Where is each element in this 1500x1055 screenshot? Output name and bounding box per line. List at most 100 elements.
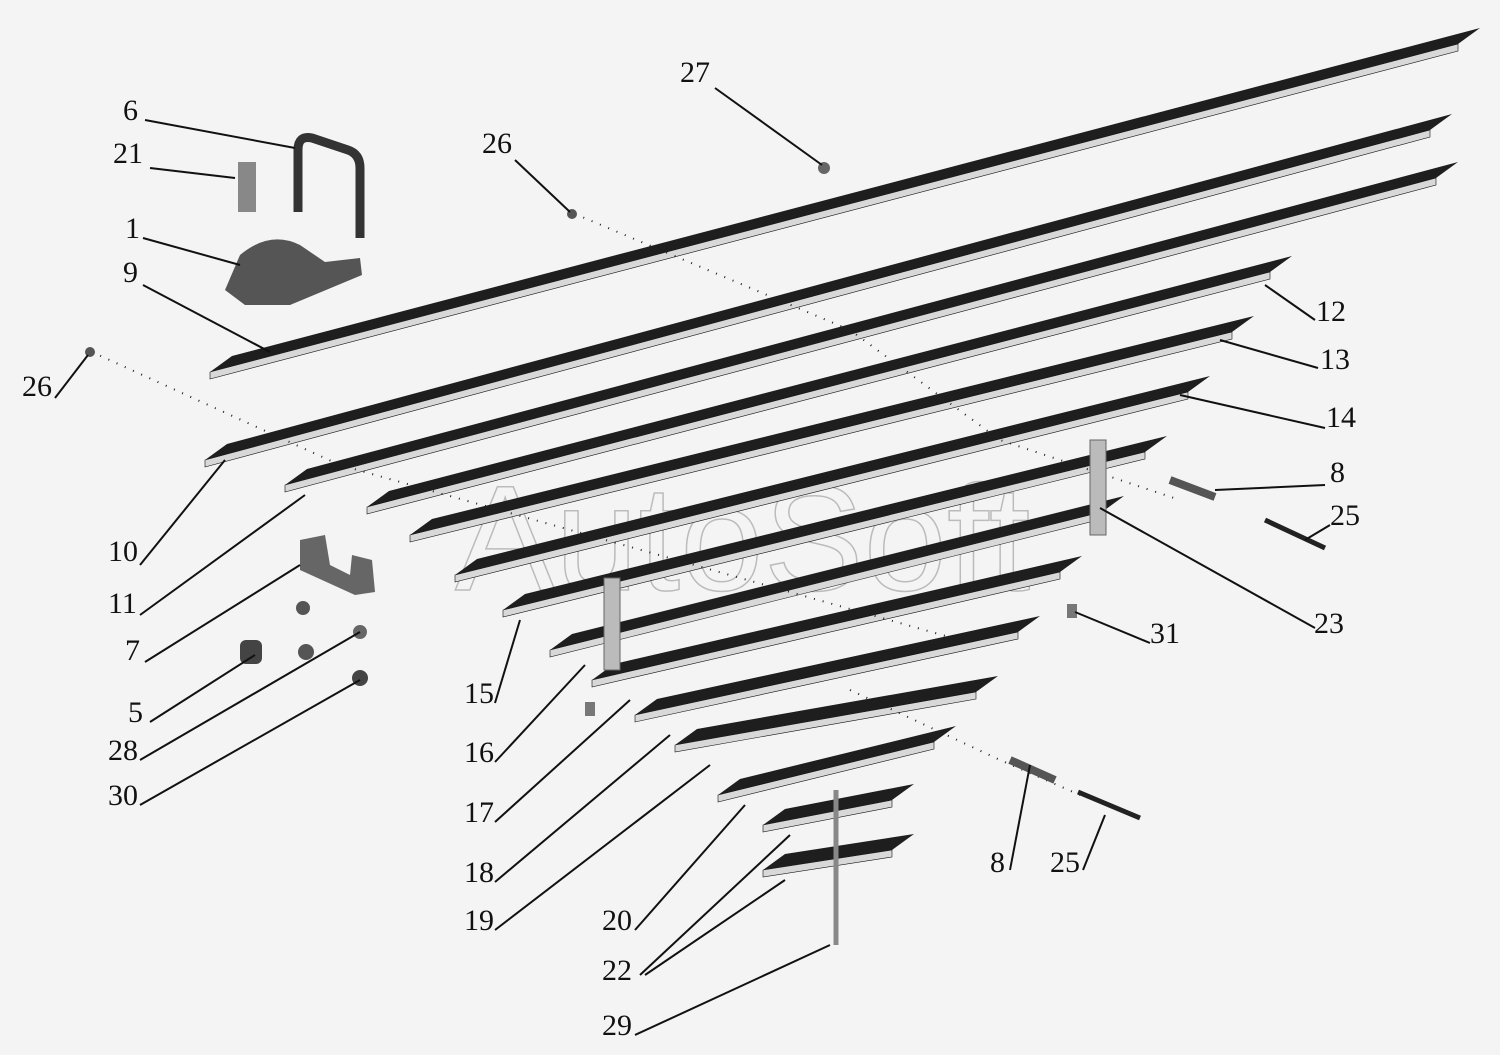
leader-line xyxy=(54,354,89,399)
washer-icon xyxy=(296,601,310,615)
leader-line xyxy=(142,284,271,353)
spring-leaf xyxy=(455,376,1210,575)
callout-label-27: 27 xyxy=(680,56,710,89)
spring-leaf-edge xyxy=(762,799,893,833)
callout-label-28: 28 xyxy=(108,734,138,767)
leader-line xyxy=(1214,484,1326,491)
callout-label-17: 17 xyxy=(464,796,494,829)
leader-line xyxy=(634,804,746,931)
callout-label-5: 5 xyxy=(128,696,143,729)
leader-line xyxy=(514,159,571,213)
callout-label-26a: 26 xyxy=(482,127,512,160)
spring-leaf-edge xyxy=(762,849,893,878)
callout-label-26b: 26 xyxy=(22,370,52,403)
callout-label-9: 9 xyxy=(123,256,138,289)
spring-leaf-edge xyxy=(717,741,935,803)
spring-leaf-edge xyxy=(204,129,1431,468)
callout-label-11: 11 xyxy=(108,587,137,620)
spring-leaf xyxy=(367,256,1292,507)
bolt-part-21 xyxy=(238,162,256,212)
leader-line xyxy=(1099,507,1316,629)
bracket-part-7 xyxy=(300,535,375,595)
bolt-part-25 xyxy=(1077,789,1141,821)
spring-leaf-edge xyxy=(454,391,1189,583)
spring-leaf xyxy=(210,28,1480,372)
bracket-part-1 xyxy=(225,239,362,305)
leader-line xyxy=(139,679,361,806)
callout-label-8a: 8 xyxy=(1330,456,1345,489)
leader-line xyxy=(1074,611,1151,644)
callout-label-18: 18 xyxy=(464,856,494,889)
leader-line xyxy=(494,664,586,763)
leader-line xyxy=(634,944,831,1036)
callout-label-21: 21 xyxy=(113,137,143,170)
leader-line xyxy=(1264,284,1316,321)
spring-leaf-edge xyxy=(502,451,1146,618)
clamp-part-23 xyxy=(1089,439,1107,536)
nut-part-26 xyxy=(85,347,95,357)
rivet-part-31 xyxy=(1067,604,1077,618)
small-parts xyxy=(85,133,1327,945)
spring-leaf xyxy=(550,496,1124,650)
spring-leaf xyxy=(635,616,1040,715)
pin-part-8 xyxy=(1168,476,1217,501)
spring-leaf-edge xyxy=(284,177,1437,493)
leader-line xyxy=(149,654,256,723)
callout-label-12: 12 xyxy=(1316,295,1346,328)
leader-line xyxy=(1304,524,1331,541)
leader-line xyxy=(1179,394,1326,429)
callout-label-7: 7 xyxy=(125,634,140,667)
callout-label-16: 16 xyxy=(464,736,494,769)
callout-label-14: 14 xyxy=(1326,401,1356,434)
spring-leaf xyxy=(205,114,1452,460)
leader-line xyxy=(639,834,791,976)
leader-line xyxy=(494,764,711,931)
spring-leaf xyxy=(675,676,998,745)
bolt-axis-dotted-line xyxy=(91,351,961,641)
bushing-part-5 xyxy=(240,640,262,664)
pin-part-8 xyxy=(1008,756,1057,784)
spring-leaf-edge xyxy=(366,271,1271,515)
rivet-icon xyxy=(585,702,595,716)
callout-label-30: 30 xyxy=(108,779,138,812)
u-bolt-part-6 xyxy=(293,133,365,238)
leader-line xyxy=(149,167,236,179)
leader-line xyxy=(144,119,296,149)
leader-line xyxy=(714,87,823,166)
callout-label-29: 29 xyxy=(602,1009,632,1042)
spring-leaves xyxy=(204,28,1480,878)
callout-label-25a: 25 xyxy=(1330,499,1360,532)
leader-line xyxy=(494,619,521,704)
callout-label-1: 1 xyxy=(125,212,140,245)
leader-line xyxy=(139,459,226,566)
spring-leaf xyxy=(410,316,1254,535)
spring-leaf-edge xyxy=(674,691,977,753)
leader-line xyxy=(139,631,361,761)
callout-label-25b: 25 xyxy=(1050,846,1080,879)
spring-leaf-edge xyxy=(409,331,1233,543)
spring-leaf-edge xyxy=(591,571,1061,688)
leader-line xyxy=(142,237,241,266)
spring-leaf xyxy=(718,726,956,795)
clamp-icon xyxy=(603,577,621,671)
callout-label-31: 31 xyxy=(1150,617,1180,650)
bolt-part-25 xyxy=(1263,517,1327,551)
callout-label-23: 23 xyxy=(1314,607,1344,640)
leader-line xyxy=(139,494,306,616)
leader-line xyxy=(1219,339,1319,369)
spring-leaf-edge xyxy=(634,631,1019,723)
spring-leaf xyxy=(285,162,1458,485)
spring-leaf-edge xyxy=(209,43,1459,380)
callout-label-8b: 8 xyxy=(990,846,1005,879)
callout-label-22: 22 xyxy=(602,954,632,987)
leader-line xyxy=(1009,764,1031,871)
nut-icon xyxy=(298,644,314,660)
leader-line xyxy=(494,699,631,823)
callout-label-13: 13 xyxy=(1320,343,1350,376)
callout-label-15: 15 xyxy=(464,677,494,710)
callout-label-20: 20 xyxy=(602,904,632,937)
leader-line xyxy=(1082,814,1106,871)
